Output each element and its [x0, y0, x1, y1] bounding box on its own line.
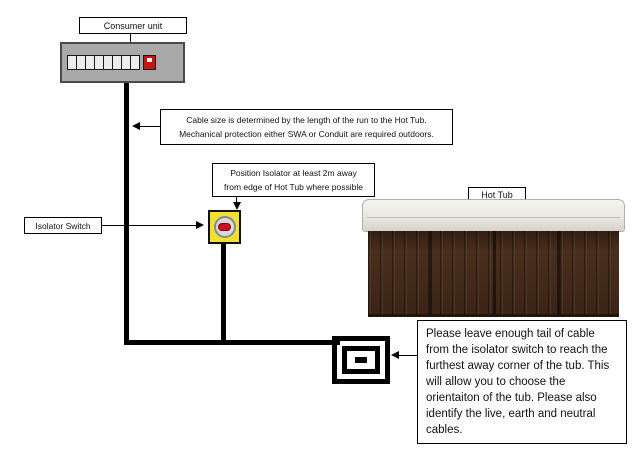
consumer-unit-label-text: Consumer unit [103, 20, 163, 31]
breaker-row [67, 55, 178, 70]
rcd-breaker [143, 55, 156, 70]
isolator-knob [218, 223, 231, 231]
arrow-to-cable [140, 126, 160, 127]
arrow-to-coil [399, 355, 417, 356]
hot-tub-graphic [362, 199, 625, 317]
cable-size-note-line1: Cable size is determined by the length o… [186, 115, 427, 125]
isolator-switch-label: Isolator Switch [24, 217, 102, 234]
isolator-position-line2: from edge of Hot Tub where possible [224, 182, 363, 192]
consumer-unit-graphic [60, 42, 185, 83]
cable-bottom-run [124, 340, 340, 345]
consumer-unit-label: Consumer unit [79, 17, 187, 34]
cable-size-note: Cable size is determined by the length o… [160, 109, 453, 145]
isolator-dial [213, 216, 236, 238]
arrow-to-isolator-top [236, 197, 237, 203]
cable-size-note-line2: Mechanical protection either SWA or Cond… [179, 129, 434, 139]
cable-tail-note-text: Please leave enough tail of cable from t… [426, 328, 610, 436]
arrow-to-cable-head [132, 122, 140, 130]
label-connector-line [130, 34, 131, 42]
hot-tub-cover-seam [367, 217, 620, 218]
breaker [130, 55, 140, 70]
hot-tub-label-text: Hot Tub [481, 190, 513, 200]
cable-coil [332, 336, 390, 384]
isolator-switch-graphic [208, 210, 241, 244]
isolator-switch-label-text: Isolator Switch [35, 220, 91, 231]
arrow-to-coil-head [391, 351, 399, 359]
hot-tub-body [368, 231, 619, 317]
isolator-position-note: Position Isolator at least 2m away from … [212, 163, 375, 197]
cable-tail-note: Please leave enough tail of cable from t… [417, 320, 627, 444]
cable-from-isolator [221, 243, 226, 345]
arrow-to-isolator-head [196, 221, 204, 229]
isolator-position-line1: Position Isolator at least 2m away [230, 168, 357, 178]
hot-tub-cover [362, 199, 625, 232]
arrow-to-isolator [102, 225, 196, 226]
rcd-breaker-window [147, 58, 152, 62]
arrow-to-isolator-top-head [233, 202, 241, 210]
cable-from-consumer-unit [124, 83, 129, 345]
